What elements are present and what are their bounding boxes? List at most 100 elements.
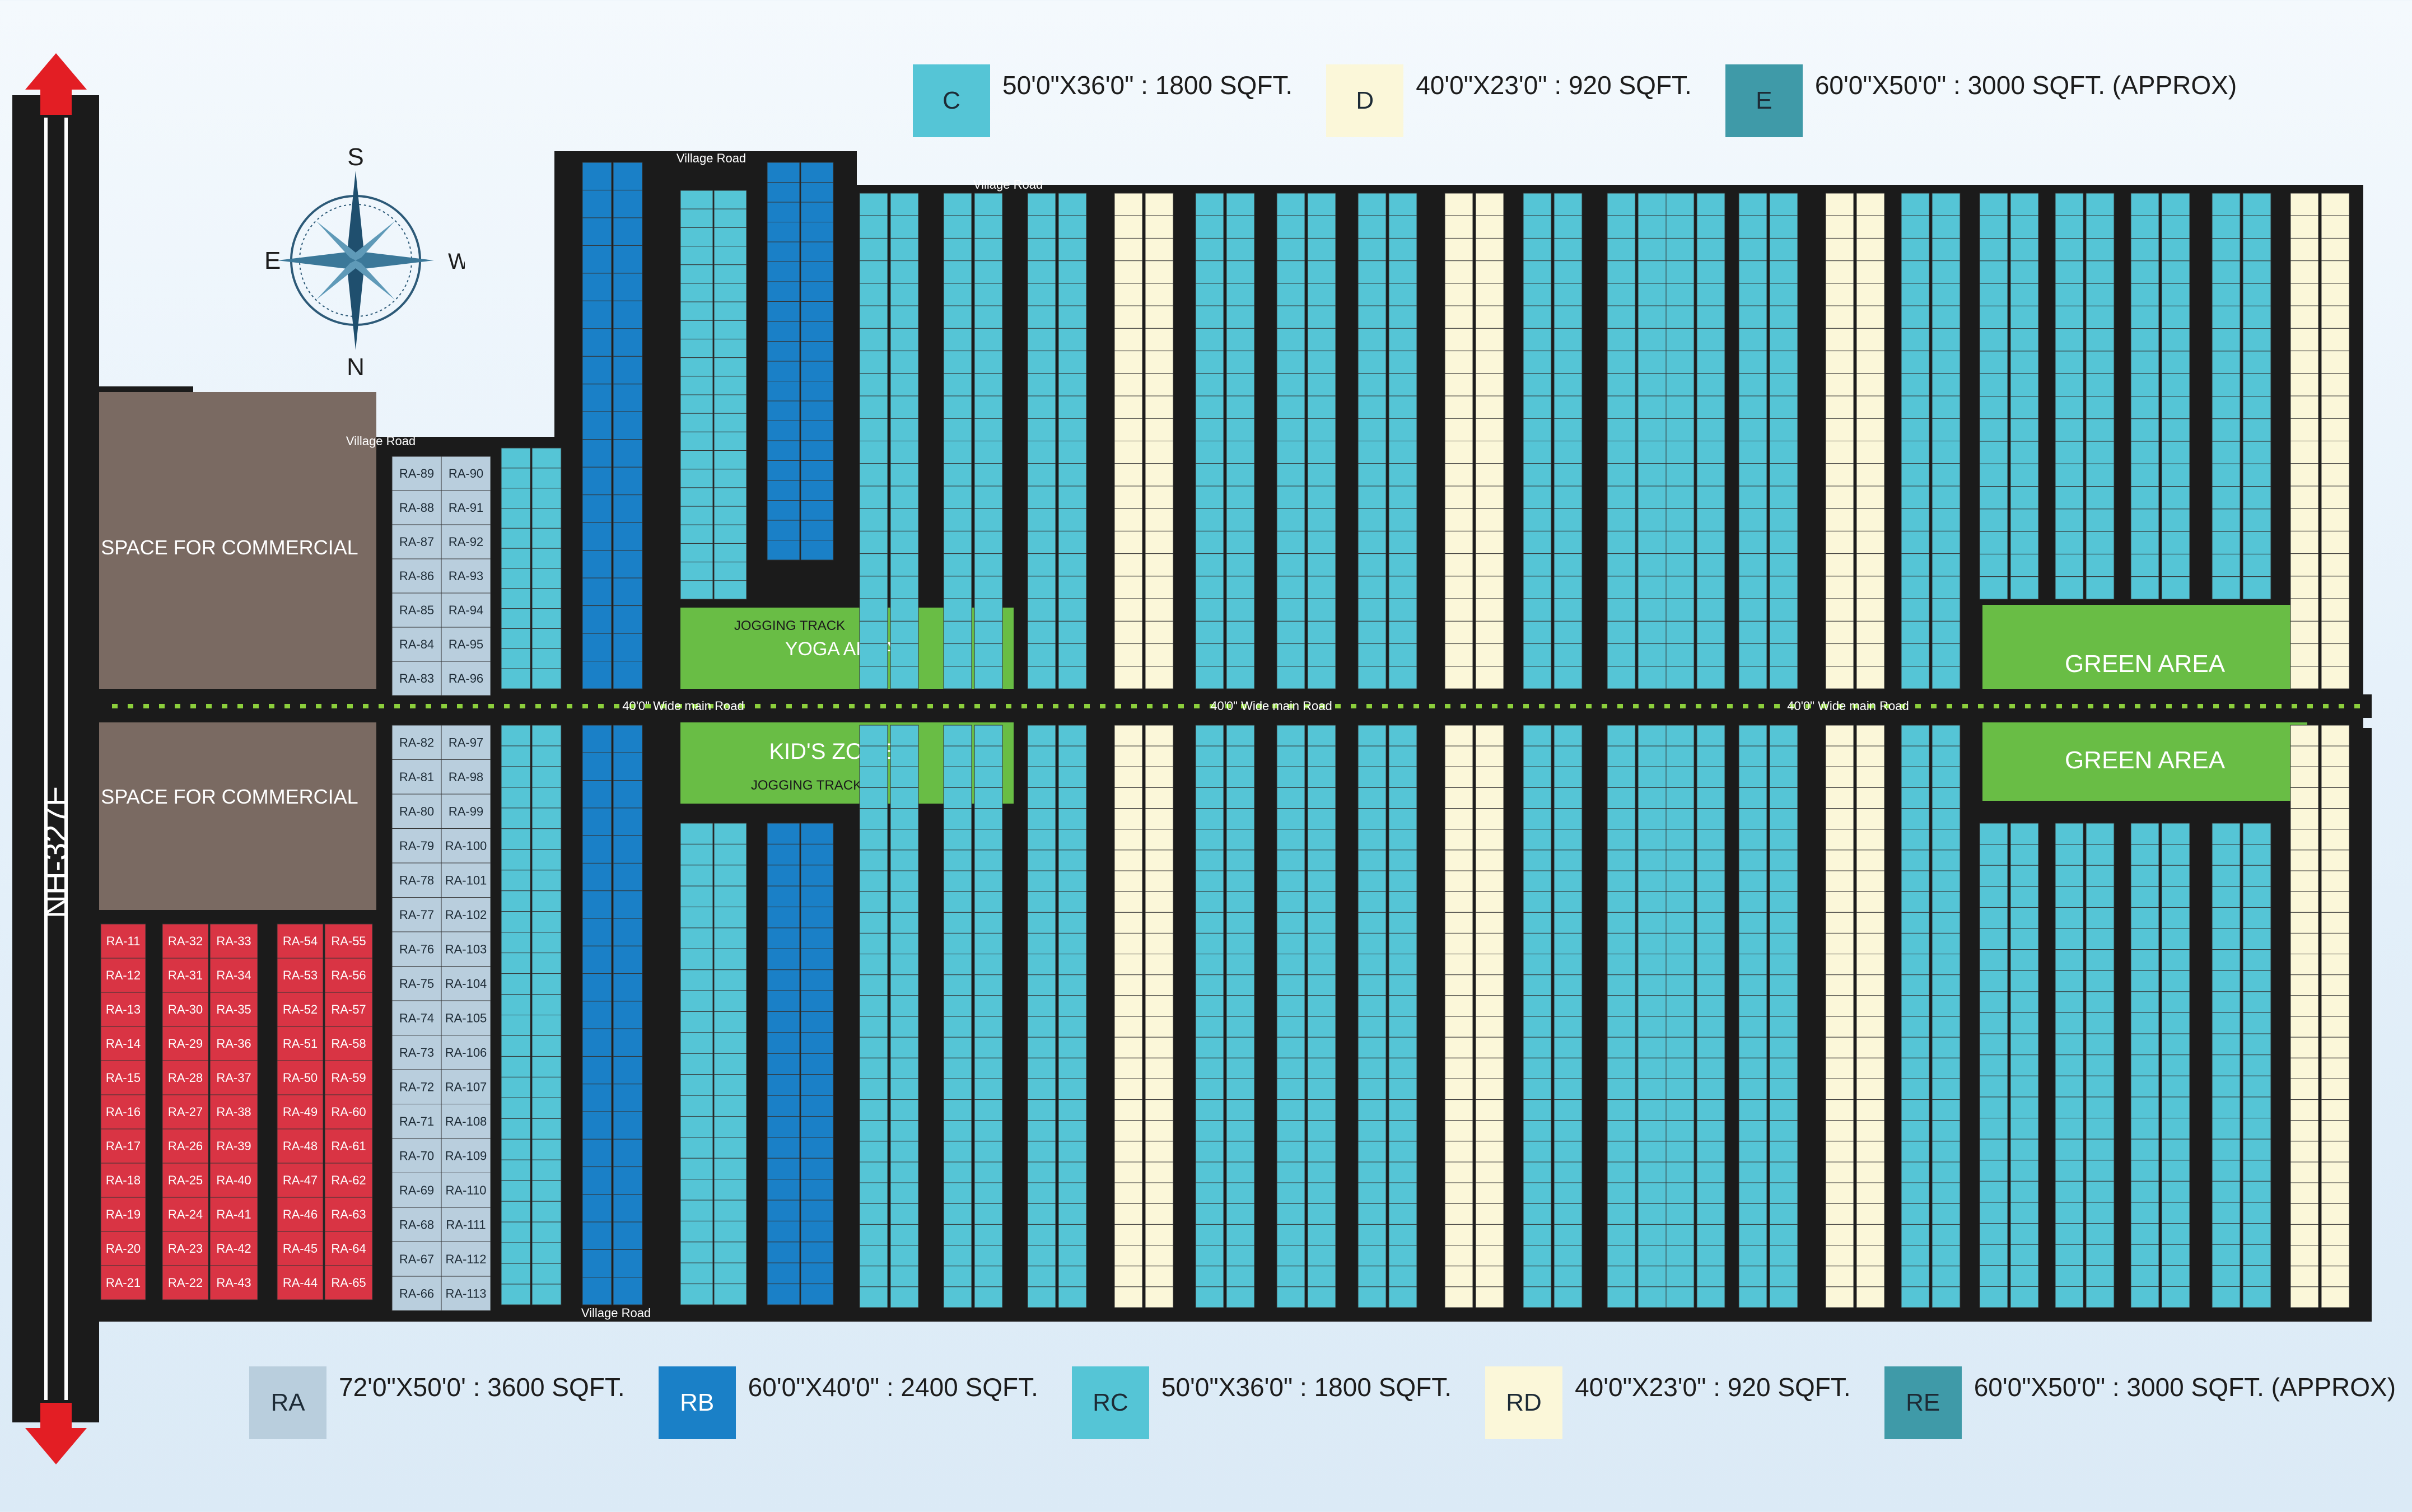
plot-c (943, 766, 972, 788)
plot-c (1357, 974, 1387, 996)
plot-c (1357, 193, 1387, 216)
plot-c (1027, 850, 1056, 871)
plot-c (1357, 912, 1387, 934)
plot-rc (531, 745, 562, 767)
plot-c (2161, 886, 2190, 908)
plot-rc (713, 1200, 747, 1221)
plot-rb (582, 605, 612, 634)
plot-c (2055, 508, 2084, 532)
plot-d (1856, 486, 1885, 509)
plot-c (859, 1203, 888, 1225)
plot-c (1195, 305, 1224, 329)
plot-rc (713, 1137, 747, 1159)
plot-c (1027, 666, 1056, 689)
plot-c (1696, 1161, 1725, 1183)
plot-c (1607, 441, 1636, 464)
plot-label: RA-99 (449, 804, 483, 818)
plot-c (2010, 823, 2039, 845)
plot-rb (767, 907, 800, 928)
plot-c (1027, 576, 1056, 599)
plot-c (1553, 1286, 1583, 1308)
plot-c (1769, 891, 1798, 913)
plot-c (1307, 745, 1336, 767)
plot-c (1665, 1057, 1695, 1079)
plot-d (2290, 1161, 2319, 1183)
plot-rc (531, 1242, 562, 1264)
plot-c (1195, 1266, 1224, 1287)
plot-c (1769, 666, 1798, 689)
plot-c (1357, 530, 1387, 554)
plot-c (1523, 1016, 1552, 1038)
plot-c (943, 912, 972, 934)
plot-c (2086, 865, 2115, 887)
plot-c (1388, 1120, 1417, 1142)
plot-c (1901, 666, 1930, 689)
plot-c (1637, 351, 1667, 374)
plot-c (2212, 1075, 2241, 1098)
plot-ra-red (209, 923, 258, 959)
plot-c (1226, 643, 1255, 667)
plot-c (2010, 928, 2039, 950)
plot-c (943, 1245, 972, 1267)
plot-d (2290, 870, 2319, 892)
plot-d (2290, 328, 2319, 352)
plot-c (1027, 260, 1056, 284)
plot-ra (441, 794, 491, 829)
plot-rc (531, 447, 562, 469)
legend-swatch-rc: RC (1071, 1366, 1149, 1439)
plot-rb (767, 1158, 800, 1180)
plot-rb (582, 189, 612, 218)
plot-c (1665, 237, 1695, 262)
plot-label: RA-73 (399, 1046, 434, 1060)
plot-c (1058, 912, 1087, 934)
plot-c (1226, 305, 1255, 329)
plot-c (1388, 418, 1417, 441)
plot-c (1553, 1182, 1583, 1204)
plot-d (2290, 1078, 2319, 1100)
plot-ra (391, 1035, 442, 1070)
plot-d (1825, 1286, 1854, 1308)
plot-label: RA-36 (216, 1037, 251, 1051)
plot-c (1637, 328, 1667, 352)
plot-c (1979, 1054, 2008, 1076)
plot-d (1475, 643, 1504, 667)
plot-c (1195, 666, 1224, 689)
plot-ra-red (324, 1026, 373, 1061)
plot-c (1226, 1286, 1255, 1308)
plot-c (1195, 787, 1224, 809)
plot-d (2290, 576, 2319, 599)
plot-rc (680, 948, 713, 970)
plot-rb (613, 1028, 643, 1057)
plot-c (974, 1286, 1003, 1308)
plot-rc (531, 648, 562, 669)
plot-c (1388, 1099, 1417, 1121)
plot-rb (582, 862, 612, 892)
plot-c (2086, 1054, 2115, 1076)
plot-c (890, 1037, 919, 1058)
plot-c (1553, 463, 1583, 487)
plot-c (1195, 1245, 1224, 1267)
plot-rb (800, 182, 834, 203)
plot-ra-red (209, 1197, 258, 1232)
plot-c (974, 530, 1003, 554)
plot-c (1932, 954, 1961, 976)
plot-label: RA-47 (283, 1173, 318, 1187)
plot-c (890, 1057, 919, 1079)
plot-c (1195, 643, 1224, 667)
plot-c (1901, 351, 1930, 374)
plot-rb (582, 162, 612, 190)
plot-c (859, 508, 888, 531)
plot-c (1696, 1037, 1725, 1058)
plot-d (1114, 1203, 1143, 1225)
legend-text-c: 50'0"X36'0" : 1800 SQFT. (1002, 71, 1293, 100)
plot-c (1607, 1245, 1636, 1267)
plot-d (1856, 418, 1885, 441)
plot-c (943, 418, 972, 441)
plot-ra-red (162, 1197, 209, 1232)
plot-d (2321, 808, 2350, 830)
plot-d (1856, 995, 1885, 1017)
plot-c (859, 870, 888, 892)
plot-c (890, 1266, 919, 1287)
plot-c (859, 328, 888, 352)
plot-label: RA-93 (449, 569, 483, 583)
